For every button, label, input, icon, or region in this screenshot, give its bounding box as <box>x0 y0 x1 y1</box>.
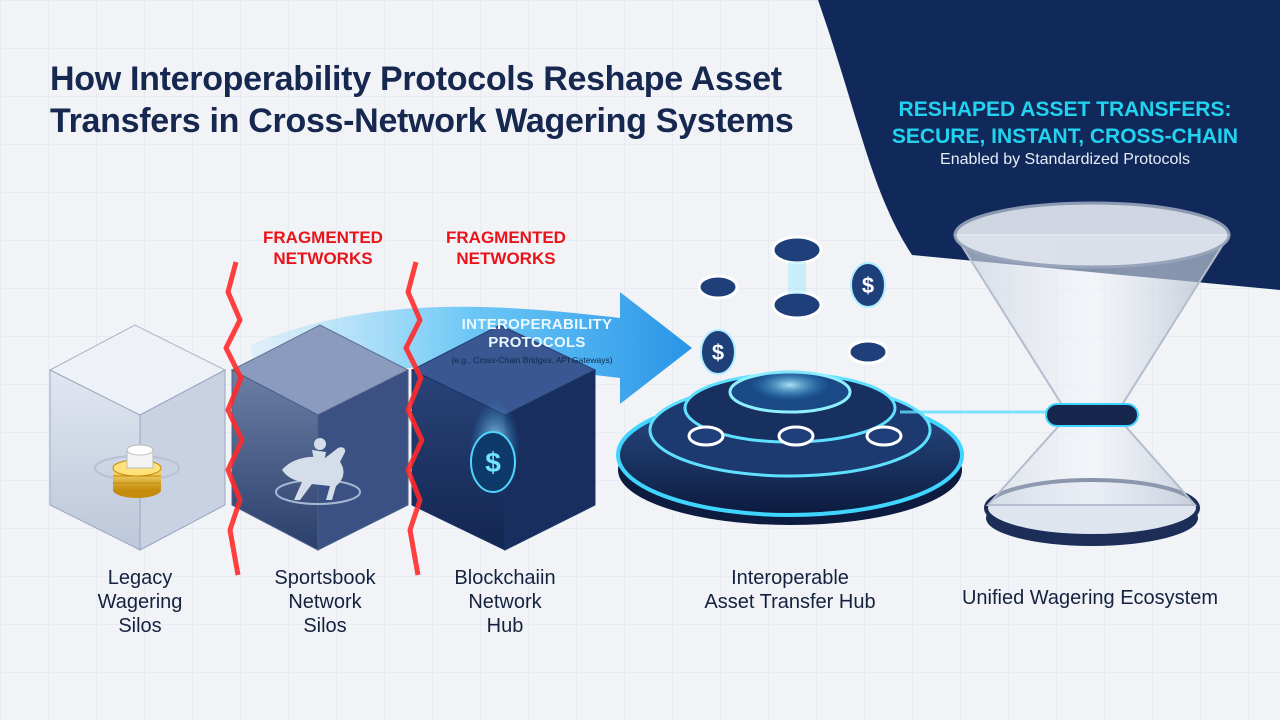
label-line: Silos <box>303 615 347 637</box>
banner-heading-line-1: RESHAPED ASSET TRANSFERS: <box>898 98 1232 121</box>
label-line: Blockchaiin <box>454 567 556 589</box>
label-line: Silos <box>118 615 162 637</box>
fragmented-networks-label-2: FRAGMENTED NETWORKS <box>421 227 591 269</box>
stage-label-hub: Interoperable Asset Transfer Hub <box>670 566 910 614</box>
fracture-line-2 <box>403 261 425 576</box>
dollar-sign-glyph: $ <box>712 340 724 365</box>
label-line: Network <box>468 591 542 613</box>
chip-stack-icon <box>112 444 162 498</box>
legacy-cube <box>48 324 227 551</box>
label-line: Interoperable <box>731 567 849 589</box>
label-line: Wagering <box>97 591 183 613</box>
title-line-2: Transfers in Cross-Network Wagering Syst… <box>50 102 794 140</box>
banner-subtitle: Enabled by Standardized Protocols <box>940 151 1190 168</box>
label-line: Legacy <box>107 567 173 589</box>
stage-label-sportsbook: Sportsbook Network Silos <box>240 566 410 638</box>
stage-label-legacy: Legacy Wagering Silos <box>60 566 220 638</box>
protocol-arrow-heading: INTEROPERABILITY PROTOCOLS <box>432 316 642 352</box>
fragmented-networks-label-1: FRAGMENTED NETWORKS <box>238 227 408 269</box>
protocol-arrow-subtitle: (e.g., Cross-Chain Bridges, API Gateways… <box>451 355 613 365</box>
hourglass-funnel-icon <box>953 201 1231 546</box>
poker-chip-icon <box>687 235 903 447</box>
label-line: Network <box>288 591 362 613</box>
stage-label-blockchain: Blockchaiin Network Hub <box>420 566 590 638</box>
racehorse-icon <box>282 438 346 500</box>
title-line-1: How Interoperability Protocols Reshape A… <box>50 60 782 98</box>
dollar-coin-icon: $ <box>470 431 516 493</box>
fragment-line-1: FRAGMENTED <box>263 228 383 247</box>
fragment-line-2: NETWORKS <box>456 249 556 268</box>
fragment-line-2: NETWORKS <box>273 249 373 268</box>
label-line: Hub <box>486 615 524 637</box>
label-line: Sportsbook <box>274 567 376 589</box>
banner-heading-line-2: SECURE, INSTANT, CROSS-CHAIN <box>891 125 1239 148</box>
protocol-line-2: PROTOCOLS <box>488 334 586 351</box>
label-line: Asset Transfer Hub <box>704 591 876 613</box>
chip-beam <box>788 262 806 294</box>
label-line: Unified Wagering Ecosystem <box>961 587 1219 609</box>
dollar-token-icon <box>700 262 886 375</box>
fragment-line-1: FRAGMENTED <box>446 228 566 247</box>
fracture-line-1 <box>223 261 245 576</box>
dollar-sign-glyph: $ <box>862 273 874 298</box>
stage-label-unified: Unified Wagering Ecosystem <box>930 586 1250 610</box>
svg-text:$: $ <box>485 447 501 478</box>
blockchain-cube <box>410 324 597 551</box>
protocol-line-1: INTEROPERABILITY <box>461 316 613 333</box>
page-title: How Interoperability Protocols Reshape A… <box>50 58 850 142</box>
sportsbook-cube <box>230 324 410 551</box>
